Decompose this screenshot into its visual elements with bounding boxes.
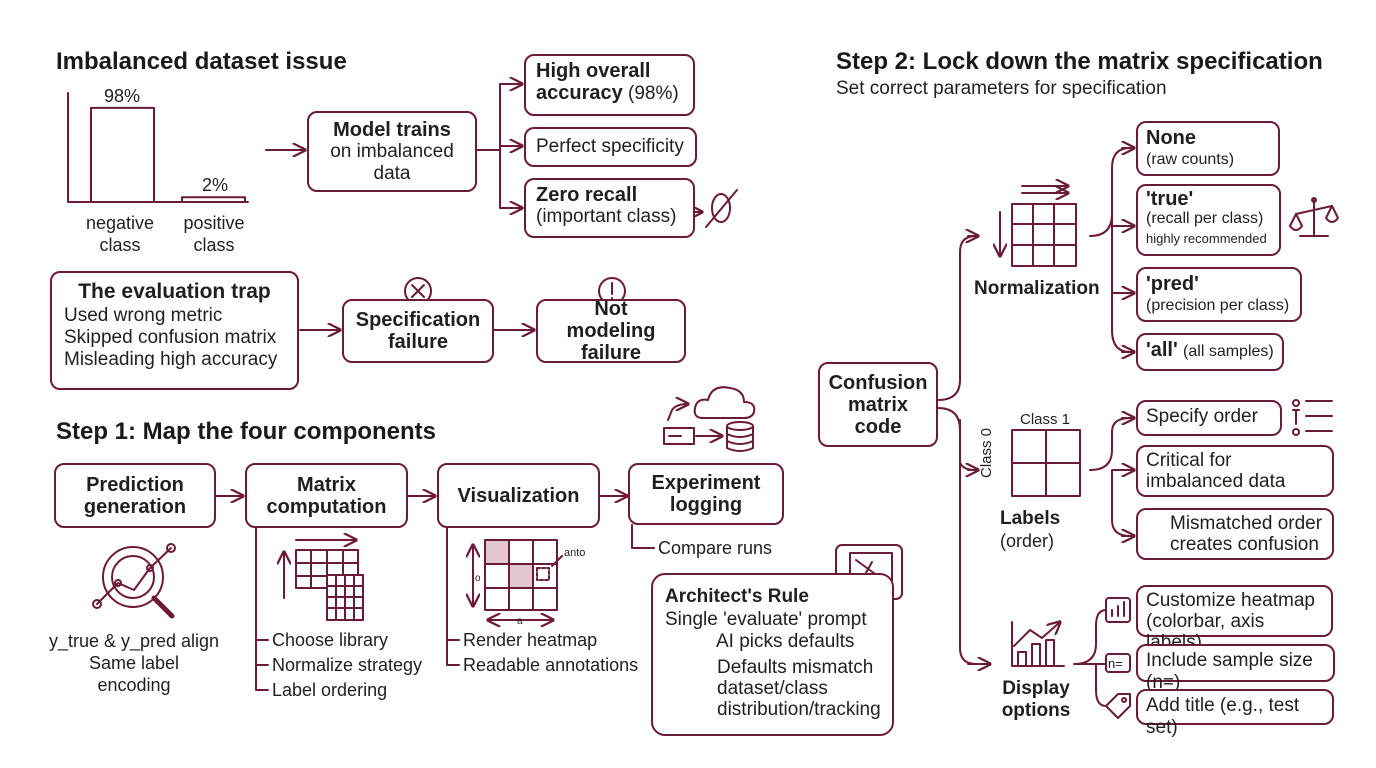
line-chart-icon (1011, 622, 1065, 667)
class1-label: Class 1 (1020, 411, 1071, 428)
specificity-box: Perfect specificity (524, 127, 697, 167)
model-trains-box: Model trains on imbalanced data (307, 111, 477, 192)
norm-true-box: 'true' (recall per class) highly recomme… (1136, 184, 1281, 256)
labels-label: Labels (order) (1000, 508, 1061, 551)
magnifier-icon (102, 546, 164, 608)
visualization-box: Visualization (437, 463, 600, 528)
exp-note: Compare runs (658, 538, 773, 558)
viz-note-1: Readable annotations (463, 655, 639, 675)
class0-label: Class 0 (978, 427, 995, 478)
n-icon-text: n= (1108, 656, 1123, 671)
critical-box: Critical for imbalanced data (1136, 445, 1334, 497)
heatmap-options-box: Customize heatmap (colorbar, axis labels… (1136, 585, 1333, 653)
display-branches (1073, 609, 1107, 707)
not-modeling-box: Not modeling failure (536, 298, 686, 364)
small-chart-icon (1105, 597, 1131, 623)
label-branches (1089, 417, 1131, 537)
grid-icon (1000, 186, 1077, 267)
display-label: Display options (1001, 678, 1071, 721)
scale-icon (1289, 197, 1339, 237)
n-icon (1105, 653, 1131, 673)
zero-recall-box: Zero recall (important class) (524, 178, 695, 238)
mismatch-box: Mismatched order creates confusion (1136, 508, 1334, 560)
heatmap-icon (473, 539, 563, 620)
list-icon (1292, 399, 1333, 436)
viz-axis-o: o (475, 573, 481, 584)
step1-title: Step 1: Map the four components (56, 418, 437, 445)
imbalance-title: Imbalanced dataset issue (56, 48, 347, 75)
bar-negative (90, 106, 155, 203)
zero-symbol (711, 193, 731, 223)
norm-pred-box: 'pred' (precision per class) (1136, 267, 1302, 322)
high-accuracy-box: High overall accuracy (98%) (524, 54, 695, 116)
cloud-server-icon (663, 386, 756, 452)
bar-positive (181, 196, 246, 203)
tag-icon (1105, 693, 1131, 719)
labels-grid-icon (1011, 429, 1081, 497)
norm-all-box: 'all' (all samples) (1136, 333, 1284, 371)
spec-failure-box: Specification failure (342, 299, 494, 363)
pred-notes: y_true & y_pred align Same label encodin… (48, 631, 220, 695)
matrix-note-1: Normalize strategy (272, 655, 423, 675)
norm-none-box: None (raw counts) (1136, 121, 1280, 176)
evaluation-trap-box: The evaluation trap Used wrong metric Sk… (50, 271, 299, 390)
sample-size-box: Include sample size (n=) (1136, 644, 1335, 693)
specify-order-box: Specify order (1136, 400, 1282, 436)
bar-neg-pct: 98% (104, 86, 141, 106)
table-icon (284, 540, 364, 621)
matrix-note-0: Choose library (272, 630, 389, 650)
step2-subtitle: Set correct parameters for specification (836, 78, 1167, 99)
architect-rule-box: Architect's Rule Single 'evaluate' promp… (651, 573, 894, 736)
step2-title: Step 2: Lock down the matrix specificati… (836, 48, 1323, 75)
tree-main (937, 235, 977, 665)
viz-note-0: Render heatmap (463, 630, 598, 650)
viz-axis-a: a (517, 616, 523, 627)
matrix-note-2: Label ordering (272, 680, 388, 700)
normalization-label: Normalization (974, 278, 1100, 299)
add-title-box: Add title (e.g., test set) (1136, 689, 1334, 738)
viz-anno: anto (564, 547, 586, 559)
bar-pos-pct: 2% (202, 175, 229, 195)
norm-branches (1089, 147, 1131, 353)
